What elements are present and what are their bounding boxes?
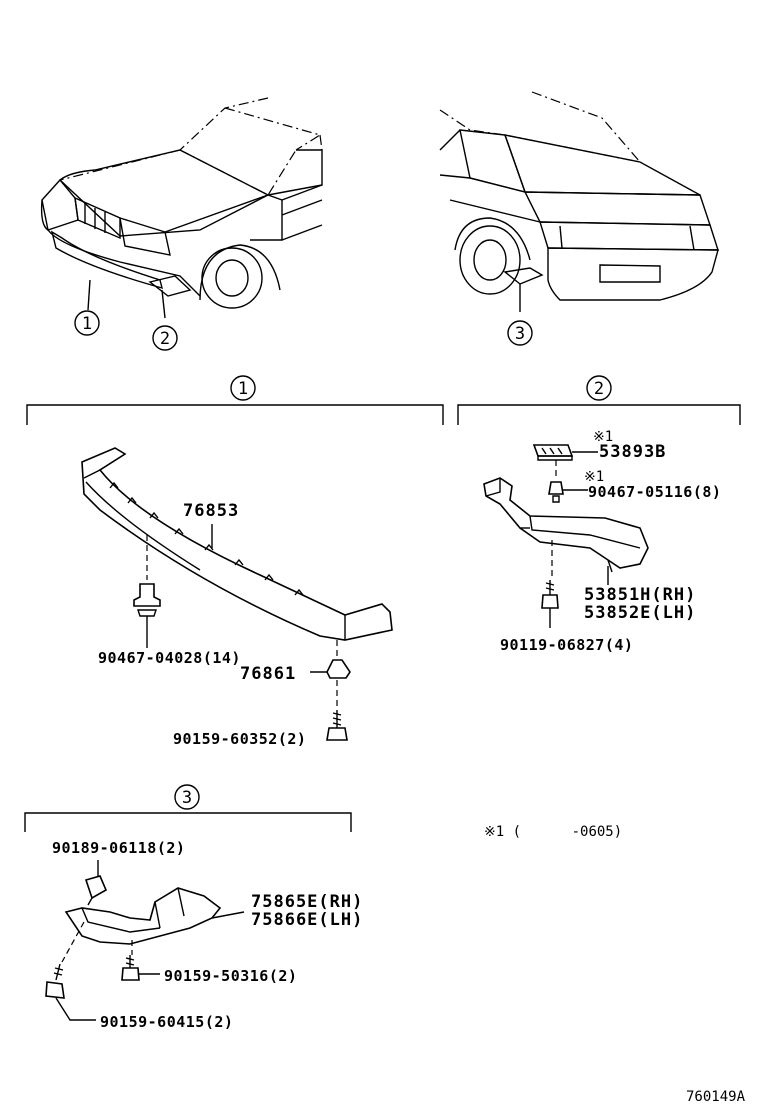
- front-car-illustration: [40, 97, 323, 319]
- part-90467-04028-label: 90467-04028(14): [98, 649, 241, 667]
- part-90467-05116-label: 90467-05116(8): [588, 483, 721, 501]
- part-90119-06827-label: 90119-06827(4): [500, 636, 633, 654]
- section-3-bracket: 3: [24, 784, 352, 832]
- part-76853-label: 76853: [183, 501, 239, 521]
- part-75865E-label: 75865E(RH): [251, 892, 363, 912]
- svg-text:3: 3: [182, 788, 192, 808]
- clip-90467-05116: [548, 481, 588, 503]
- screw-90159-50316: [121, 940, 160, 981]
- clip-90467-04028: [133, 583, 161, 648]
- bracket-76861: [310, 659, 351, 679]
- svg-text:2: 2: [160, 329, 170, 349]
- callout-1-front: 1: [74, 310, 100, 336]
- callout-2-front: 2: [152, 325, 178, 351]
- front-spoiler-76853: [81, 447, 393, 641]
- svg-text:2: 2: [594, 379, 604, 399]
- part-53852E-label: 53852E(LH): [584, 603, 696, 623]
- screw-90119-06827: [541, 580, 559, 628]
- part-90189-06118-label: 90189-06118(2): [52, 839, 185, 857]
- clip-90189-06118: [84, 875, 108, 906]
- part-90159-60352-label: 90159-60352(2): [173, 730, 306, 748]
- note-mark-1b: ※1: [584, 469, 604, 485]
- note-mark-1a: ※1: [593, 429, 613, 445]
- part-90159-60415-label: 90159-60415(2): [100, 1013, 233, 1031]
- svg-text:3: 3: [515, 324, 525, 344]
- section-2-bracket: 2: [457, 375, 741, 425]
- part-53851H-label: 53851H(RH): [584, 585, 696, 605]
- diagram-id: 760149A: [686, 1089, 746, 1105]
- bracket-53851H-53852E: [483, 477, 649, 585]
- callout-3-rear: 3: [507, 320, 533, 346]
- part-90159-50316-label: 90159-50316(2): [164, 967, 297, 985]
- svg-text:1: 1: [238, 379, 248, 399]
- part-75866E-label: 75866E(LH): [251, 910, 363, 930]
- section-1-bracket: 1: [26, 375, 444, 425]
- mudguard-75865E-75866E: [64, 887, 245, 945]
- footnote: ※1 ( -0605): [484, 824, 622, 840]
- rear-car-illustration: [439, 91, 719, 312]
- svg-text:1: 1: [82, 314, 92, 334]
- pad-53893B: [532, 444, 598, 461]
- part-76861-label: 76861: [240, 664, 296, 684]
- screw-90159-60415: [45, 921, 96, 1021]
- screw-90159-60352: [326, 710, 348, 741]
- part-53893B-label: 53893B: [599, 442, 666, 462]
